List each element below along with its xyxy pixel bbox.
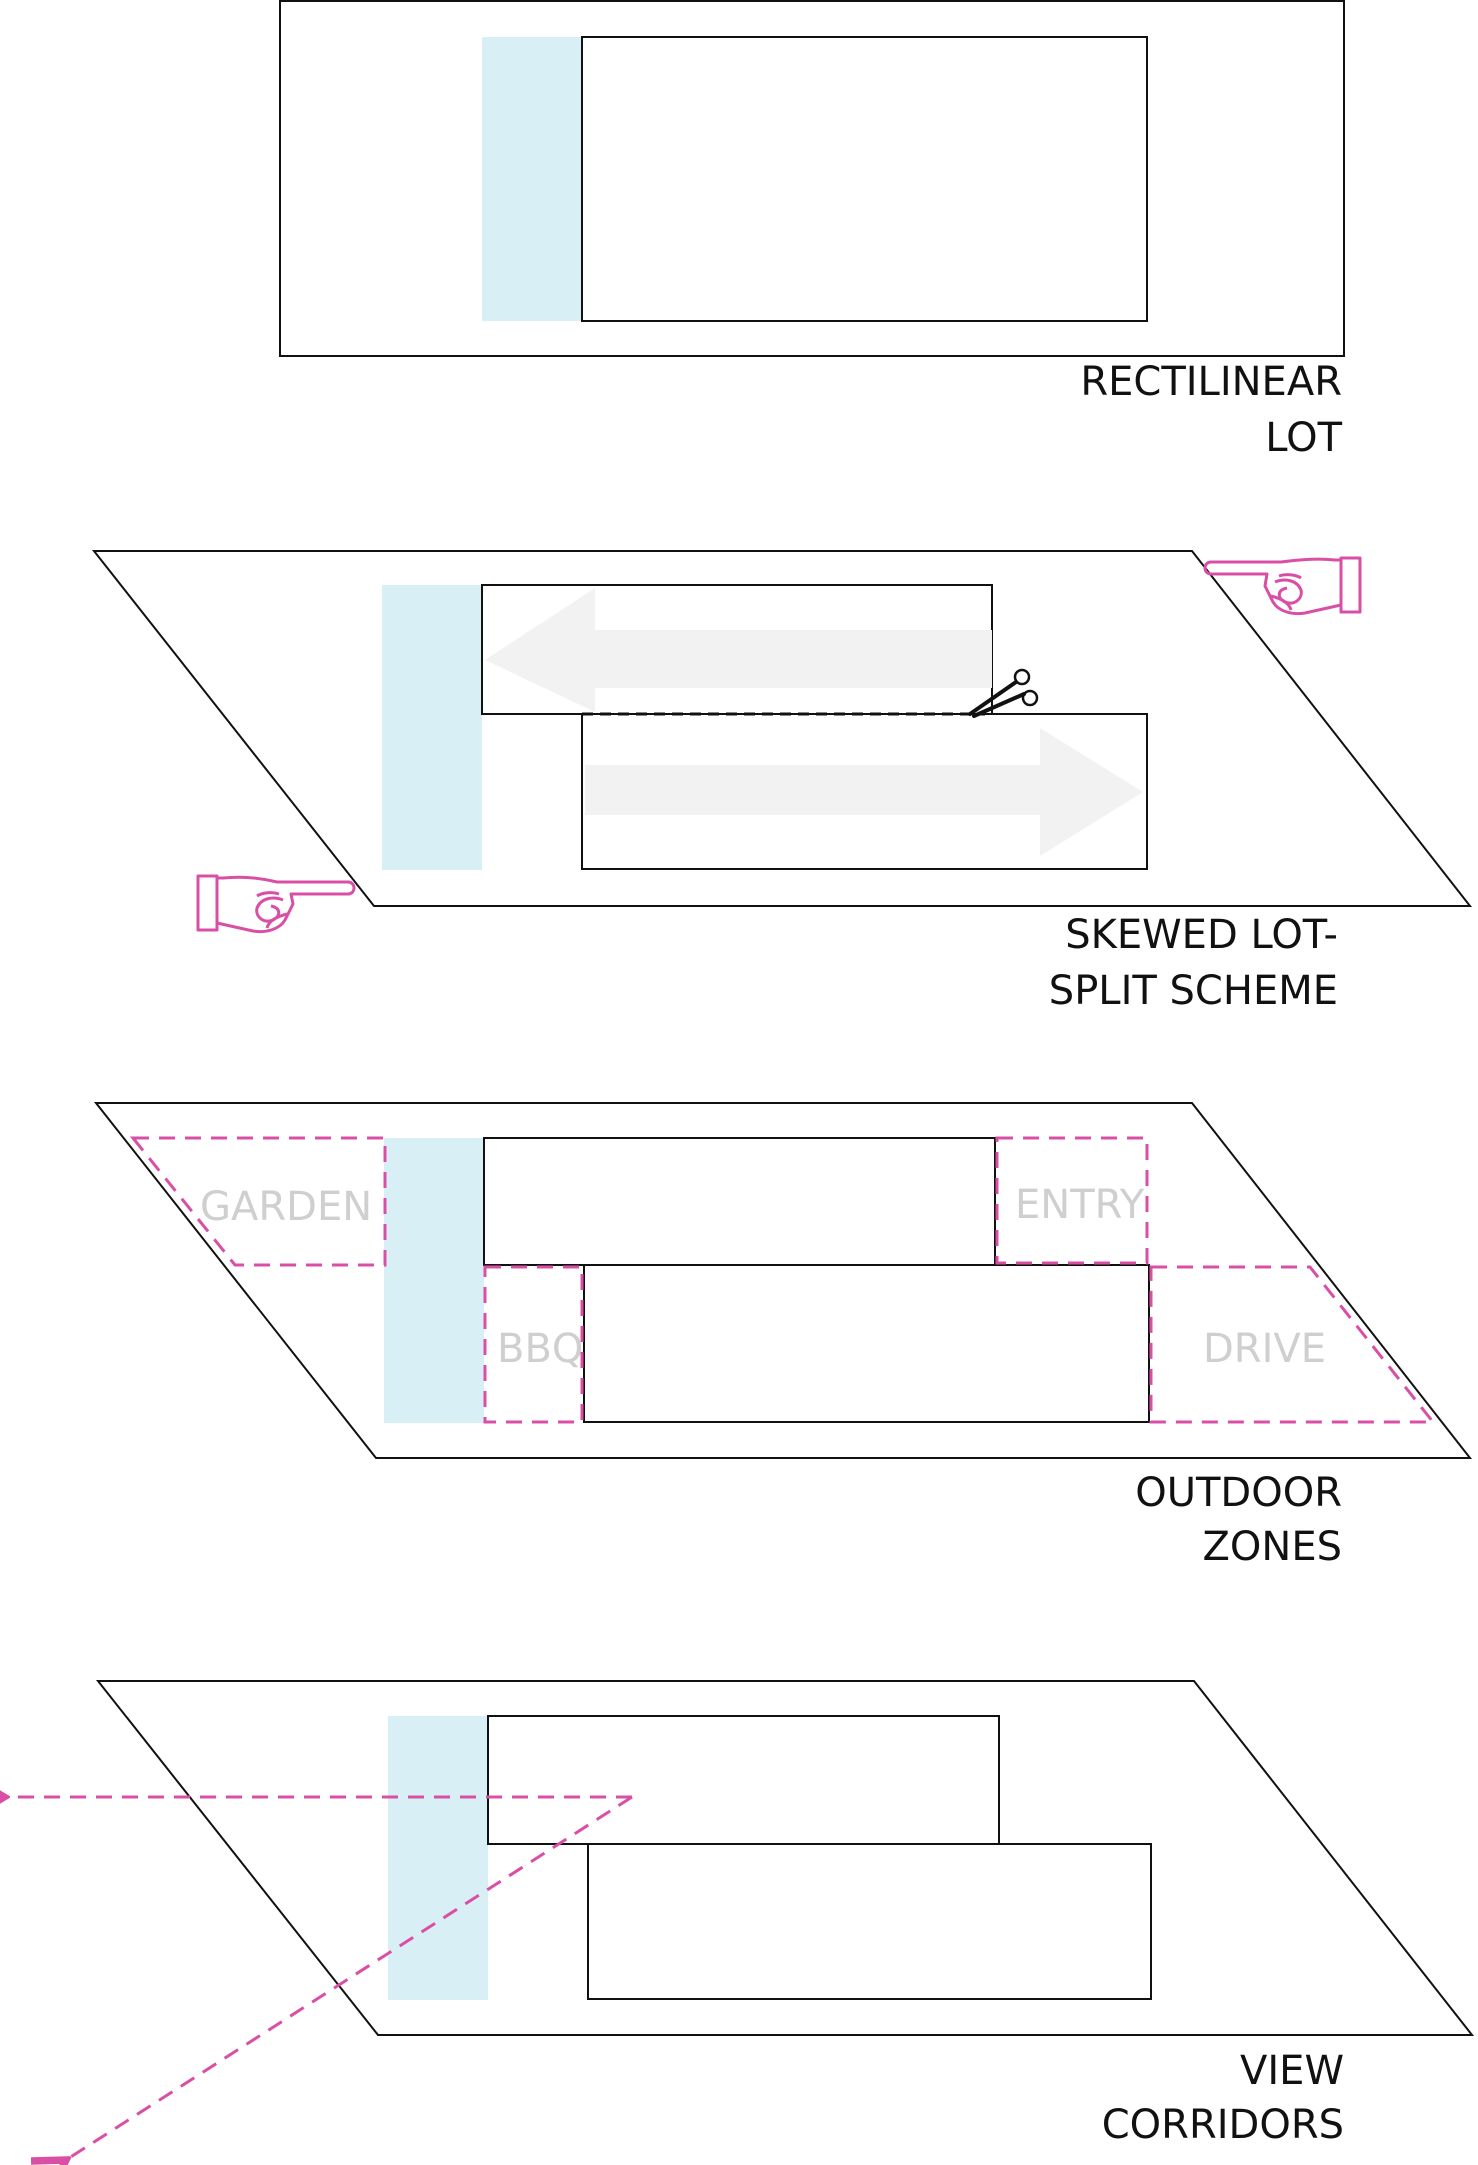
caption-line-1: SKEWED LOT- [1065, 912, 1338, 958]
caption-line-2: SPLIT SCHEME [1049, 968, 1338, 1014]
view-corridor-southwest [66, 1795, 633, 2160]
zone-drive-outline [1149, 1265, 1437, 1424]
caption-line-2: CORRIDORS [1102, 2102, 1344, 2148]
pool [384, 1138, 484, 1423]
shift-right-arrow [585, 728, 1143, 856]
pointing-hand-icon [196, 874, 356, 934]
panel-outdoor-zones: GARDEN ENTRY BBQ DRIVE OUTDOOR ZONES [93, 1102, 1473, 1570]
caption-line-1: VIEW [1240, 2048, 1344, 2094]
lot-outline [91, 550, 1473, 907]
zone-garden-outline [129, 1136, 387, 1267]
zone-label-entry: ENTRY [1015, 1182, 1145, 1228]
caption-line-1: RECTILINEAR [1080, 359, 1342, 405]
pool [388, 1716, 488, 2000]
lot-outline [279, 0, 1345, 357]
pointing-hand-icon [1203, 556, 1362, 616]
caption-line-2: ZONES [1203, 1524, 1342, 1570]
building-upper [487, 1715, 1000, 1845]
zone-label-garden: GARDEN [200, 1184, 372, 1230]
panel-skewed-lot-split: SKEWED LOT- SPLIT SCHEME [91, 550, 1473, 1014]
building-lower [583, 1264, 1150, 1423]
pool [382, 585, 482, 870]
lot-outline [95, 1680, 1475, 2036]
zone-label-bbq: BBQ [497, 1326, 583, 1372]
pool [482, 37, 582, 321]
zone-label-drive: DRIVE [1203, 1326, 1326, 1372]
building [581, 36, 1148, 322]
lot-outline [93, 1102, 1473, 1459]
shift-left-arrow [485, 588, 992, 712]
panel-view-corridors: VIEW CORRIDORS [4, 1680, 1475, 2160]
zone-bbq-outline [483, 1265, 584, 1424]
caption-line-2: LOT [1265, 415, 1342, 461]
building-lower [587, 1843, 1152, 2000]
caption-line-1: OUTDOOR [1135, 1470, 1342, 1516]
scissors-icon [968, 668, 1039, 718]
zone-entry-outline [995, 1136, 1149, 1265]
panel-rectilinear-lot: RECTILINEAR LOT [279, 0, 1345, 461]
building-upper [483, 1137, 996, 1266]
